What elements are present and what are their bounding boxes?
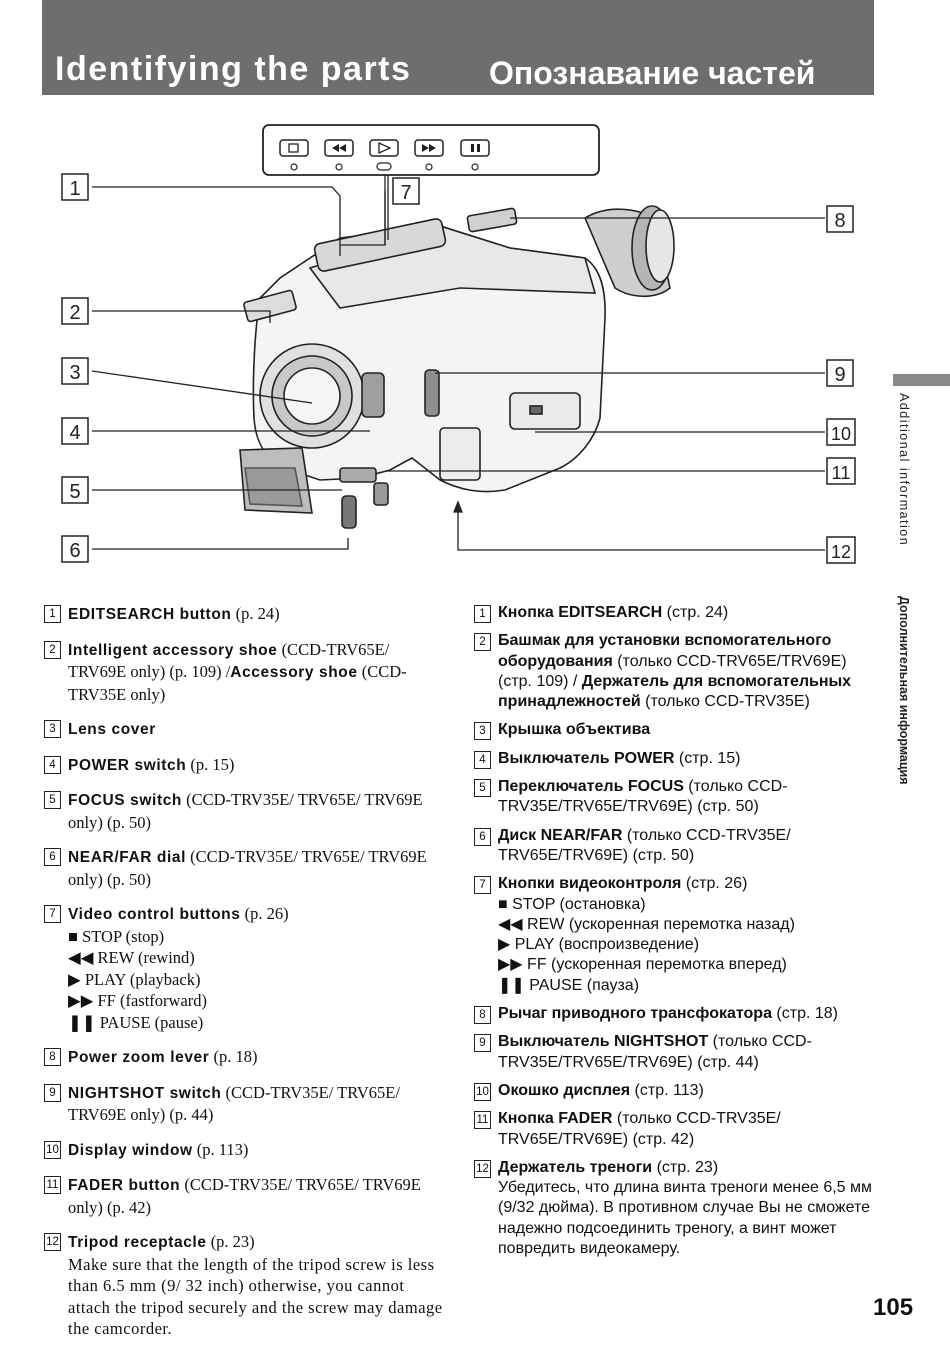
callout-7: 7 [392, 177, 420, 205]
play-icon [369, 139, 399, 171]
callout-leader-lines [91, 175, 825, 551]
sub-item-rew: ◀◀ REW (rewind) [68, 948, 195, 967]
video-control-panel [262, 124, 600, 176]
side-label-english: Additional information [897, 393, 911, 547]
sub-item-pause: ❚❚ PAUSE (пауза) [498, 976, 640, 994]
callout-11: 11 [826, 457, 856, 485]
sub-item-ff: ▶▶ FF (fastforward) [68, 991, 208, 1010]
callout-1: 1 [61, 173, 89, 201]
fastforward-icon [414, 139, 444, 171]
svg-text:11: 11 [832, 463, 851, 483]
callout-4: 4 [61, 417, 89, 445]
svg-text:7: 7 [400, 182, 411, 204]
svg-text:2: 2 [69, 302, 80, 324]
svg-text:12: 12 [831, 542, 851, 562]
title-russian: Опознавание частей [489, 55, 816, 91]
sub-item-stop: ■ STOP (остановка) [498, 895, 646, 913]
stop-icon [279, 139, 309, 171]
side-label-russian: Дополнительная информация [897, 596, 911, 785]
callout-10: 10 [826, 418, 856, 446]
callout-9: 9 [826, 359, 854, 387]
svg-text:1: 1 [69, 178, 80, 200]
callout-5: 5 [61, 476, 89, 504]
svg-text:3: 3 [69, 362, 80, 384]
camcorder-figure: 1 2 3 4 5 6 7 8 9 10 11 12 [40, 118, 870, 578]
svg-text:10: 10 [831, 424, 851, 444]
section-tab [893, 374, 950, 386]
sub-item-ff: ▶▶ FF (ускоренная перемотка вперед) [498, 956, 787, 974]
sub-item-rew: ◀◀ REW (ускоренная перемотка назад) [498, 915, 795, 933]
title-english: Identifying the parts [55, 50, 412, 88]
svg-text:6: 6 [69, 540, 80, 562]
pause-icon [460, 139, 490, 171]
sub-item-play: ▶ PLAY (воспроизведение) [498, 936, 700, 954]
sub-item-play: ▶ PLAY (playback) [68, 969, 201, 989]
callout-3: 3 [61, 357, 89, 385]
rewind-icon [324, 139, 354, 171]
sub-item-stop: ■ STOP (stop) [68, 926, 165, 946]
header-banner [42, 0, 874, 95]
page-number: 105 [873, 1294, 914, 1321]
svg-text:4: 4 [69, 422, 80, 444]
callout-2: 2 [61, 297, 89, 325]
callout-6: 6 [61, 535, 89, 563]
tripod-note: Make sure that the length of the tripod … [68, 1254, 443, 1339]
camcorder-illustration [239, 205, 675, 529]
callout-12: 12 [826, 536, 856, 564]
callout-8: 8 [826, 205, 854, 233]
svg-text:8: 8 [834, 210, 845, 232]
svg-text:9: 9 [834, 364, 845, 386]
tripod-note: Убедитесь, что длина винта треноги менее… [498, 1179, 873, 1258]
svg-text:5: 5 [69, 481, 80, 503]
sub-item-pause: ❚❚ PAUSE (pause) [68, 1012, 204, 1032]
